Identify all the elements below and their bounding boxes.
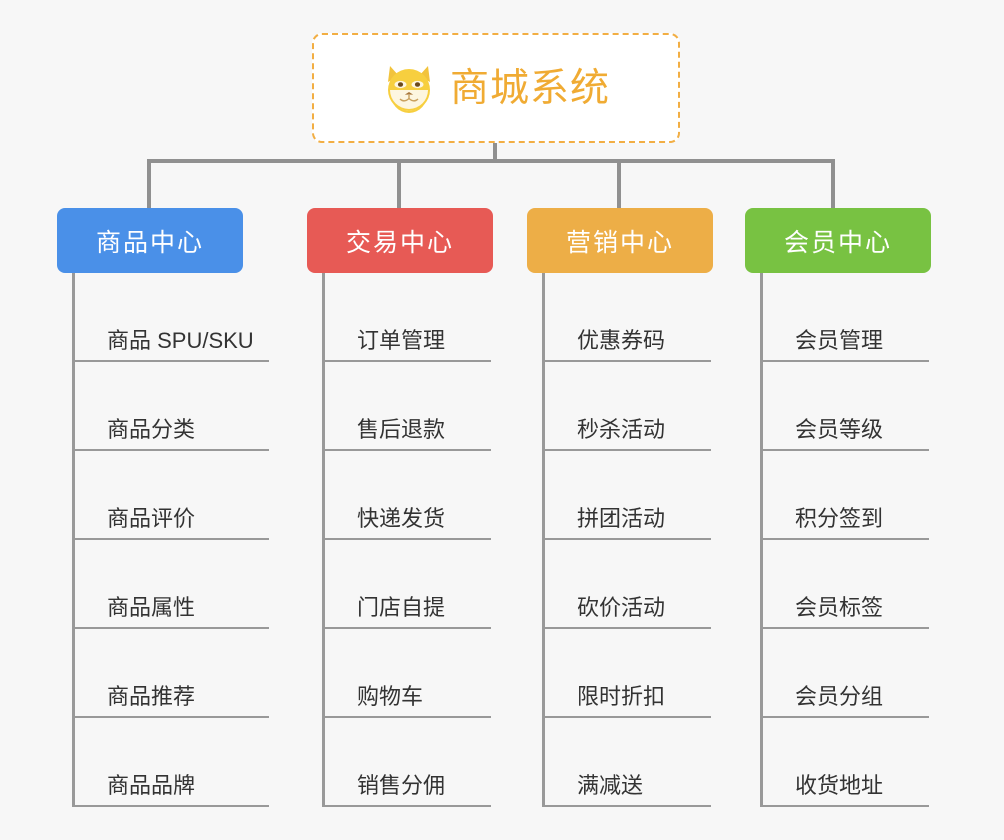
leaf-label: 会员标签 bbox=[795, 594, 884, 620]
leaf-label: 商品属性 bbox=[107, 594, 196, 620]
leaf-item[interactable]: 会员标签 bbox=[763, 540, 929, 629]
leaf-list-2: 订单管理 售后退款 快递发货 门店自提 购物车 销售分佣 bbox=[322, 273, 503, 807]
leaf-item[interactable]: 会员管理 bbox=[763, 273, 929, 362]
leaf-label: 会员分组 bbox=[795, 683, 884, 709]
connector-drop-2 bbox=[397, 159, 401, 209]
leaf-item[interactable]: 门店自提 bbox=[325, 540, 491, 629]
leaf-list-3: 优惠券码 秒杀活动 拼团活动 砍价活动 限时折扣 满减送 bbox=[542, 273, 723, 807]
connector-drop-3 bbox=[617, 159, 621, 209]
leaf-item[interactable]: 限时折扣 bbox=[545, 629, 711, 718]
leaf-label: 商品 SPU/SKU bbox=[107, 327, 254, 353]
leaf-item[interactable]: 销售分佣 bbox=[325, 718, 491, 807]
category-header-3[interactable]: 营销中心 bbox=[527, 208, 713, 273]
leaf-item[interactable]: 收货地址 bbox=[763, 718, 929, 807]
leaf-list-1: 商品 SPU/SKU 商品分类 商品评价 商品属性 商品推荐 商品品牌 bbox=[72, 273, 289, 807]
leaf-label: 快递发货 bbox=[357, 505, 446, 531]
leaf-label: 会员管理 bbox=[795, 327, 884, 353]
leaf-item[interactable]: 拼团活动 bbox=[545, 451, 711, 540]
leaf-label: 商品品牌 bbox=[107, 772, 196, 798]
leaf-label: 销售分佣 bbox=[357, 772, 446, 798]
leaf-label: 售后退款 bbox=[357, 416, 446, 442]
leaf-item[interactable]: 商品评价 bbox=[75, 451, 269, 540]
leaf-label: 收货地址 bbox=[795, 772, 884, 798]
root-node[interactable]: 商城系统 bbox=[312, 33, 680, 143]
leaf-item[interactable]: 会员等级 bbox=[763, 362, 929, 451]
leaf-label: 优惠券码 bbox=[577, 327, 666, 353]
leaf-label: 秒杀活动 bbox=[577, 416, 666, 442]
leaf-item[interactable]: 会员分组 bbox=[763, 629, 929, 718]
category-label-1: 商品中心 bbox=[95, 228, 204, 257]
leaf-label: 限时折扣 bbox=[577, 683, 666, 709]
category-header-4[interactable]: 会员中心 bbox=[745, 208, 931, 273]
connector-horizontal-bus bbox=[147, 159, 835, 163]
category-label-3: 营销中心 bbox=[565, 228, 674, 257]
connector-drop-1 bbox=[147, 159, 151, 209]
category-header-2[interactable]: 交易中心 bbox=[307, 208, 493, 273]
category-label-4: 会员中心 bbox=[783, 228, 892, 257]
leaf-item[interactable]: 订单管理 bbox=[325, 273, 491, 362]
branch-column-2: 交易中心 订单管理 售后退款 快递发货 门店自提 购物车 销售分佣 bbox=[307, 208, 503, 807]
shiba-dog-icon bbox=[387, 66, 430, 113]
leaf-item[interactable]: 商品分类 bbox=[75, 362, 269, 451]
leaf-label: 满减送 bbox=[577, 772, 644, 798]
connector-drop-4 bbox=[831, 159, 835, 209]
leaf-label: 购物车 bbox=[357, 683, 424, 709]
branch-column-1: 商品中心 商品 SPU/SKU 商品分类 商品评价 商品属性 商品推荐 商品品牌 bbox=[57, 208, 289, 807]
leaf-list-4: 会员管理 会员等级 积分签到 会员标签 会员分组 收货地址 bbox=[760, 273, 941, 807]
leaf-item[interactable]: 优惠券码 bbox=[545, 273, 711, 362]
leaf-item[interactable]: 商品推荐 bbox=[75, 629, 269, 718]
leaf-label: 订单管理 bbox=[357, 327, 446, 353]
leaf-label: 商品分类 bbox=[107, 416, 196, 442]
leaf-label: 商品评价 bbox=[107, 505, 196, 531]
branch-column-4: 会员中心 会员管理 会员等级 积分签到 会员标签 会员分组 收货地址 bbox=[745, 208, 941, 807]
root-title: 商城系统 bbox=[449, 66, 610, 110]
leaf-item[interactable]: 售后退款 bbox=[325, 362, 491, 451]
category-header-1[interactable]: 商品中心 bbox=[57, 208, 243, 273]
connector-root-stem bbox=[493, 143, 497, 163]
leaf-label: 积分签到 bbox=[795, 505, 884, 531]
leaf-item[interactable]: 商品 SPU/SKU bbox=[75, 273, 269, 362]
category-label-2: 交易中心 bbox=[345, 228, 454, 257]
leaf-item[interactable]: 购物车 bbox=[325, 629, 491, 718]
leaf-item[interactable]: 砍价活动 bbox=[545, 540, 711, 629]
branch-column-3: 营销中心 优惠券码 秒杀活动 拼团活动 砍价活动 限时折扣 满减送 bbox=[527, 208, 723, 807]
leaf-item[interactable]: 积分签到 bbox=[763, 451, 929, 540]
leaf-item[interactable]: 商品属性 bbox=[75, 540, 269, 629]
leaf-item[interactable]: 快递发货 bbox=[325, 451, 491, 540]
leaf-label: 会员等级 bbox=[795, 416, 884, 442]
leaf-label: 拼团活动 bbox=[577, 505, 666, 531]
leaf-item[interactable]: 满减送 bbox=[545, 718, 711, 807]
leaf-item[interactable]: 商品品牌 bbox=[75, 718, 269, 807]
leaf-label: 门店自提 bbox=[357, 594, 446, 620]
leaf-label: 商品推荐 bbox=[107, 683, 196, 709]
leaf-label: 砍价活动 bbox=[577, 594, 666, 620]
leaf-item[interactable]: 秒杀活动 bbox=[545, 362, 711, 451]
